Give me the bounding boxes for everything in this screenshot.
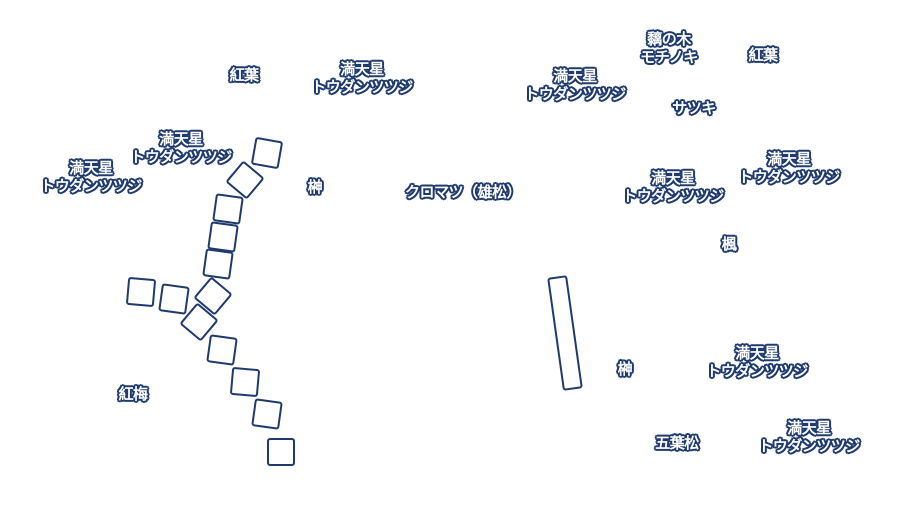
tree-name-kana: トウダンツツジ: [130, 148, 232, 166]
tree-name-kanji: 満天星: [651, 169, 695, 187]
stepping-stone: [207, 221, 239, 253]
tree-name-kana: トウダンツツジ: [758, 437, 860, 455]
tree-name-kana: モチノキ: [640, 48, 698, 66]
tree-label-sakaki: 榊: [618, 360, 633, 378]
tree-label-dodan: 満天星 トウダンツツジ: [758, 419, 860, 455]
tree-name-kana: トウダンツツジ: [706, 362, 808, 380]
stepping-stone: [230, 367, 260, 397]
tree-label-kuromatsu: クロマツ（雄松）: [404, 183, 522, 201]
tree-name-kana: トウダンツツジ: [738, 168, 840, 186]
tree-name: 紅葉: [229, 66, 259, 84]
tree-name-kanji: 満天星: [159, 130, 203, 148]
tree-label-koyo: 紅葉: [229, 66, 259, 84]
tree-name-kanji: 満天星: [735, 344, 779, 362]
tree-name-kana: トウダンツツジ: [311, 78, 413, 96]
tree-name: クロマツ（雄松）: [404, 183, 522, 201]
stepping-stone: [126, 277, 156, 307]
tree-label-kaede: 楓: [722, 235, 737, 253]
tree-label-goyomatsu: 五葉松: [655, 434, 699, 452]
tree-name: 楓: [721, 235, 737, 253]
tree-label-mochinoki: 黐の木 モチノキ: [640, 30, 698, 66]
tree-label-sakaki: 榊: [308, 178, 323, 196]
tree-label-kobai: 紅梅: [118, 385, 148, 403]
stepping-stone: [206, 334, 238, 366]
tree-label-dodan: 満天星 トウダンツツジ: [311, 60, 413, 96]
stepping-stone: [251, 398, 283, 430]
tree-name-kanji: 満天星: [787, 419, 831, 437]
tree-name-kana: トウダンツツジ: [524, 85, 626, 103]
tree-label-koyo: 紅葉: [748, 46, 778, 64]
tree-name: 紅梅: [118, 385, 148, 403]
tree-name-kanji: 満天星: [69, 159, 113, 177]
stepping-stone: [226, 161, 264, 199]
tree-name: サツキ: [672, 99, 716, 117]
tree-label-dodan: 満天星 トウダンツツジ: [622, 169, 724, 205]
tree-label-satsuki: サツキ: [672, 99, 716, 117]
stepping-stone: [194, 277, 232, 315]
tree-label-dodan: 満天星 トウダンツツジ: [738, 150, 840, 186]
tree-name-kanji: 満天星: [767, 150, 811, 168]
tree-label-dodan: 満天星 トウダンツツジ: [40, 159, 142, 195]
tree-name-kanji: 黐の木: [647, 30, 691, 48]
stepping-stone: [180, 303, 218, 341]
stepping-stone: [158, 283, 190, 315]
tree-label-dodan: 満天星 トウダンツツジ: [524, 67, 626, 103]
tree-name: 紅葉: [748, 46, 778, 64]
stone-slab: [547, 275, 583, 391]
tree-label-dodan: 満天星 トウダンツツジ: [706, 344, 808, 380]
tree-name: 五葉松: [655, 434, 699, 452]
tree-label-dodan: 満天星 トウダンツツジ: [130, 130, 232, 166]
stepping-stone: [212, 193, 244, 225]
tree-name-kana: トウダンツツジ: [40, 177, 142, 195]
tree-name-kana: トウダンツツジ: [622, 187, 724, 205]
tree-name-kanji: 満天星: [340, 60, 384, 78]
tree-name: 榊: [307, 178, 323, 196]
stepping-stone: [251, 137, 283, 169]
stepping-stone: [267, 438, 295, 466]
tree-name-kanji: 満天星: [553, 67, 597, 85]
stepping-stone: [202, 248, 234, 280]
tree-name: 榊: [617, 360, 633, 378]
